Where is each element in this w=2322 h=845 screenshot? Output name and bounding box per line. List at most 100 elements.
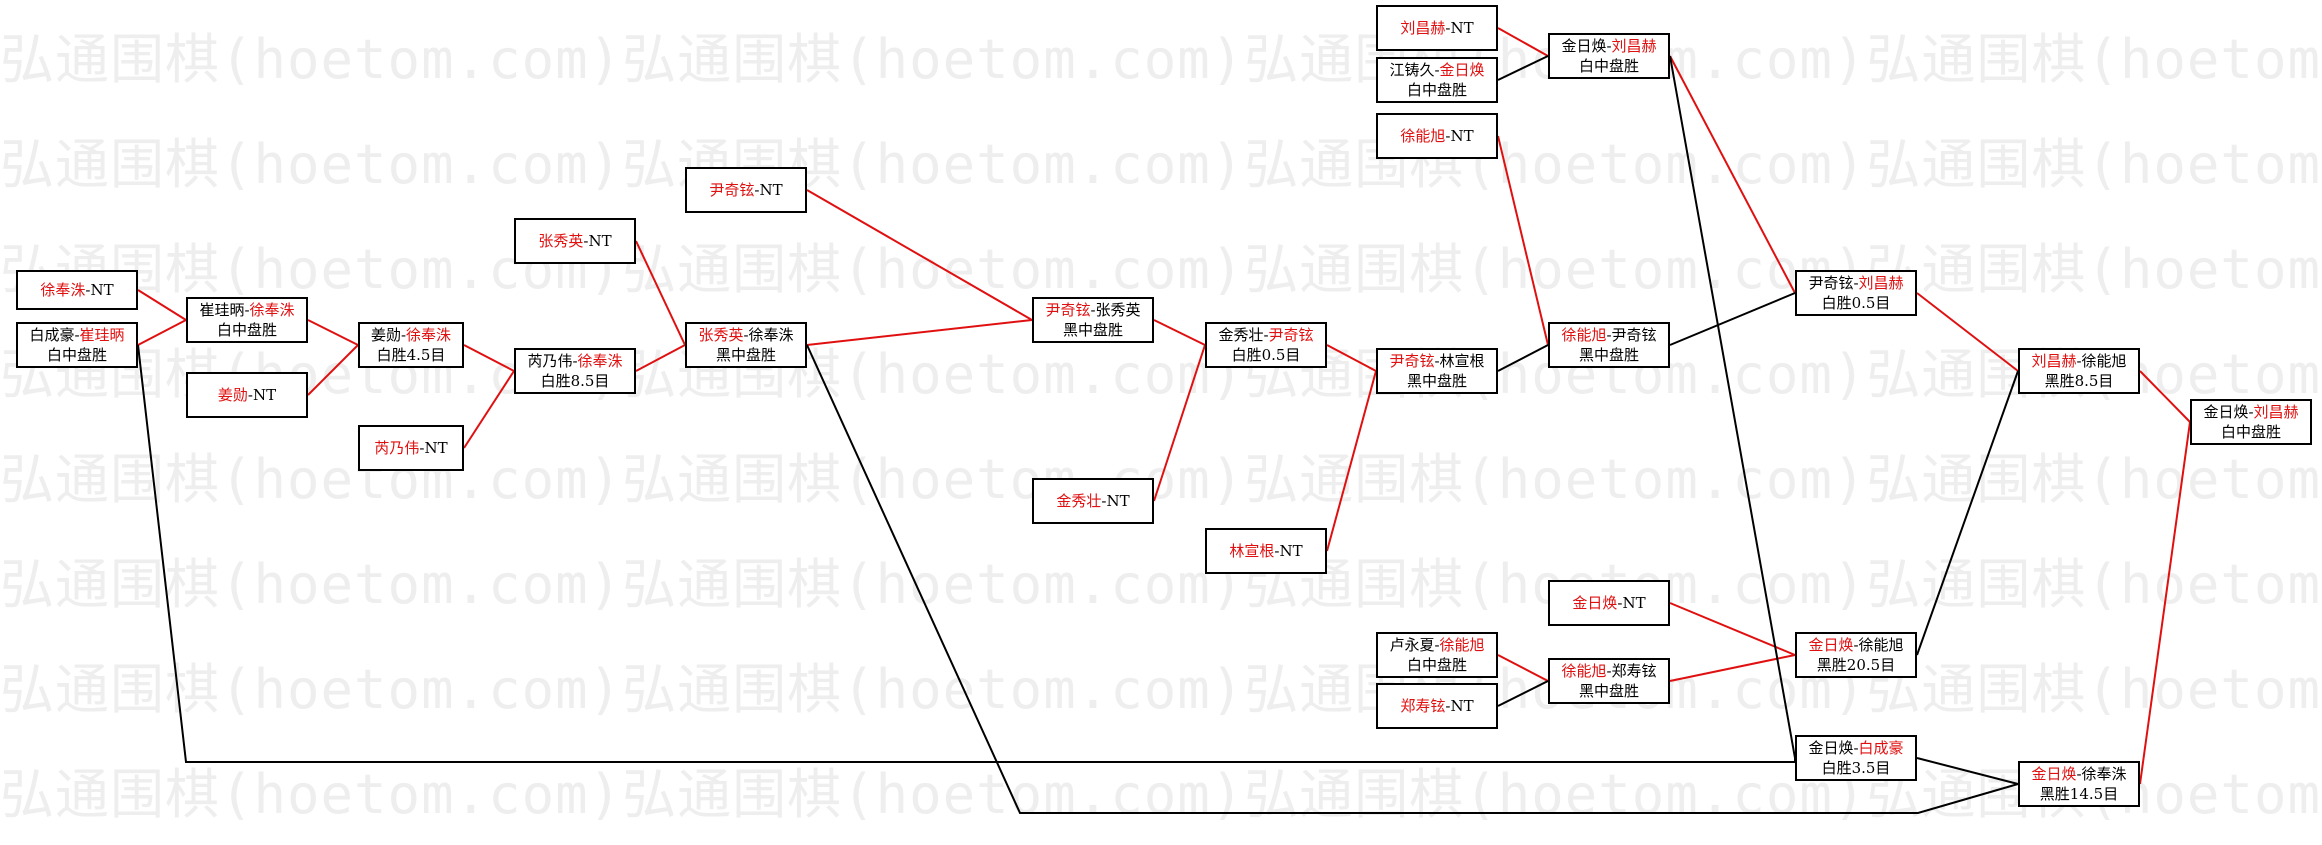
match-result: 黑中盘胜: [1062, 321, 1123, 339]
winner-name: 芮乃伟: [374, 439, 420, 457]
player-name: -NT: [419, 439, 448, 457]
bracket-edge: [1497, 680, 1549, 707]
match-node: 尹奇铉-NT: [685, 167, 807, 213]
match-result: 黑中盘胜: [1578, 346, 1639, 364]
match-node: 徐能旭-尹奇铉黑中盘胜: [1548, 322, 1670, 368]
bracket-edge: [463, 344, 515, 372]
match-node: 芮乃伟-NT: [358, 425, 464, 471]
winner-name: 金日焕: [1572, 594, 1618, 612]
bracket-edge: [1497, 55, 1549, 81]
match-node: 徐奉洙-NT: [16, 270, 138, 310]
bracket-edge: [1669, 292, 1796, 346]
match-result: 白胜4.5目: [376, 346, 446, 364]
match-result: 白中盘胜: [1406, 81, 1467, 99]
bracket-edge: [137, 319, 187, 346]
bracket-edge: [1669, 654, 1796, 682]
match-players: 徐奉洙-NT: [40, 280, 113, 300]
match-result: 黑中盘胜: [1578, 682, 1639, 700]
player-name: -尹奇铉: [1606, 326, 1657, 344]
match-node: 林宣根-NT: [1205, 528, 1327, 574]
match-node: 姜勋-NT: [186, 372, 308, 418]
winner-name: 白成豪: [1858, 739, 1904, 757]
bracket-edge: [1669, 55, 1796, 759]
match-players: 姜勋-NT: [218, 385, 276, 405]
match-node: 江铸久-金日焕白中盘胜: [1376, 57, 1498, 103]
match-node: 崔珪昞-徐奉洙白中盘胜: [186, 297, 308, 343]
bracket-edge: [1497, 344, 1549, 372]
winner-name: 尹奇铉: [1389, 352, 1435, 370]
winner-name: 刘昌赫: [1858, 274, 1904, 292]
winner-name: 金日焕: [2031, 765, 2077, 783]
match-players: 尹奇铉-林宣根: [1389, 351, 1484, 371]
player-name: 白成豪-: [29, 326, 80, 344]
bracket-edge: [1669, 55, 1796, 294]
match-result: 白中盘胜: [1578, 57, 1639, 75]
match-players: 崔珪昞-徐奉洙: [199, 300, 294, 320]
winner-name: 徐奉洙: [249, 301, 295, 319]
match-node: 刘昌赫-NT: [1376, 5, 1498, 51]
match-players: 徐能旭-尹奇铉: [1561, 325, 1656, 345]
player-name: -NT: [1274, 542, 1303, 560]
match-result: 白胜0.5目: [1821, 294, 1891, 312]
player-name: -徐能旭: [2076, 352, 2127, 370]
winner-name: 刘昌赫: [1400, 19, 1446, 37]
bracket-edge: [635, 240, 686, 346]
match-players: 卢永夏-徐能旭: [1389, 635, 1484, 655]
match-players: 芮乃伟-徐奉洙: [527, 351, 622, 371]
bracket-edge: [1497, 654, 1549, 682]
player-name: -NT: [1445, 127, 1474, 145]
match-players: 金日焕-白成豪: [1808, 738, 1903, 758]
match-players: 白成豪-崔珪昞: [29, 325, 124, 345]
player-name: 金日焕-: [1808, 739, 1859, 757]
winner-name: 金日焕: [1808, 636, 1854, 654]
match-players: 尹奇铉-刘昌赫: [1808, 273, 1903, 293]
bracket-edge: [1326, 344, 1377, 372]
match-players: 刘昌赫-NT: [1400, 18, 1473, 38]
match-result: 黑胜14.5目: [2039, 785, 2119, 803]
bracket-edge: [1153, 344, 1206, 502]
winner-name: 徐能旭: [1561, 662, 1607, 680]
bracket-edge: [1153, 319, 1206, 346]
bracket-edge: [1326, 370, 1377, 552]
match-players: 尹奇铉-NT: [709, 180, 782, 200]
bracket-edge: [2139, 421, 2191, 785]
winner-name: 金秀壮: [1056, 492, 1102, 510]
match-node: 刘昌赫-徐能旭黑胜8.5目: [2018, 348, 2140, 394]
match-node: 卢永夏-徐能旭白中盘胜: [1376, 632, 1498, 678]
match-result: 白胜8.5目: [540, 372, 610, 390]
winner-name: 刘昌赫: [2253, 403, 2299, 421]
winner-name: 郑寿铉: [1400, 697, 1446, 715]
match-node: 白成豪-崔珪昞白中盘胜: [16, 322, 138, 368]
match-result: 白中盘胜: [46, 346, 107, 364]
winner-name: 徐奉洙: [577, 352, 623, 370]
match-players: 金日焕-NT: [1572, 593, 1645, 613]
player-name: 芮乃伟-: [527, 352, 578, 370]
bracket-edge: [1497, 27, 1549, 57]
match-node: 金秀壮-尹奇铉白胜0.5目: [1205, 322, 1327, 368]
match-node: 金日焕-刘昌赫白中盘胜: [2190, 399, 2312, 445]
match-players: 刘昌赫-徐能旭: [2031, 351, 2126, 371]
bracket-edge: [307, 319, 359, 346]
player-name: 金日焕-: [2203, 403, 2254, 421]
player-name: -林宣根: [1434, 352, 1485, 370]
player-name: 崔珪昞-: [199, 301, 250, 319]
player-name: -NT: [754, 181, 783, 199]
match-node: 张秀英-徐奉洙黑中盘胜: [685, 322, 807, 368]
match-players: 金日焕-刘昌赫: [1561, 36, 1656, 56]
bracket-edge: [137, 344, 1796, 763]
winner-name: 徐能旭: [1400, 127, 1446, 145]
player-name: -NT: [1445, 19, 1474, 37]
winner-name: 刘昌赫: [2031, 352, 2077, 370]
bracket-edge: [1916, 370, 2019, 656]
player-name: -徐能旭: [1853, 636, 1904, 654]
player-name: 金秀壮-: [1218, 326, 1269, 344]
match-players: 张秀英-徐奉洙: [698, 325, 793, 345]
player-name: -徐奉洙: [743, 326, 794, 344]
player-name: 金日焕-: [1561, 37, 1612, 55]
match-node: 姜勋-徐奉洙白胜4.5目: [358, 322, 464, 368]
winner-name: 徐奉洙: [406, 326, 452, 344]
bracket-edge: [137, 289, 187, 321]
bracket-edge: [806, 189, 1033, 321]
bracket-edge: [1916, 757, 2019, 785]
